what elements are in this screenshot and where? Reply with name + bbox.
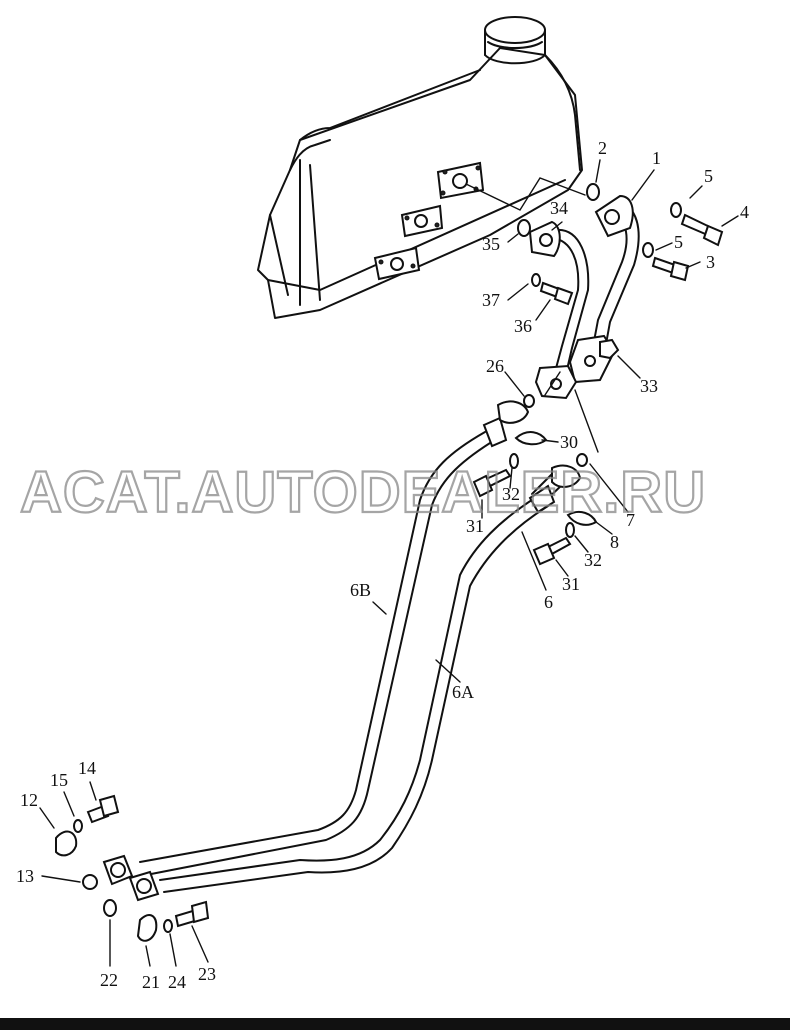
o-ring-26 xyxy=(523,394,535,408)
tank-flange-middle xyxy=(400,204,444,238)
label-14: 14 xyxy=(78,758,96,778)
label-32-lower: 32 xyxy=(584,550,602,570)
filler-cap xyxy=(484,16,546,65)
label-6: 6 xyxy=(544,592,553,612)
label-5-upper: 5 xyxy=(704,166,713,186)
fuel-tank xyxy=(257,16,586,319)
label-12: 12 xyxy=(20,790,38,810)
label-4: 4 xyxy=(740,202,749,222)
tank-flange-upper xyxy=(436,161,485,200)
label-2: 2 xyxy=(598,138,607,158)
label-1: 1 xyxy=(652,148,661,168)
o-ring-22 xyxy=(103,899,117,917)
bolt-4 xyxy=(680,213,724,247)
label-37: 37 xyxy=(482,290,500,310)
washer-5-upper xyxy=(670,202,682,218)
label-34: 34 xyxy=(550,198,568,218)
o-ring-7 xyxy=(576,453,588,467)
label-33: 33 xyxy=(640,376,658,396)
watermark: ACAT.AUTODEALER.RU xyxy=(20,460,706,525)
pipe-34 xyxy=(528,220,590,400)
hose-6 xyxy=(528,464,582,514)
label-31-lower: 31 xyxy=(562,574,580,594)
label-26: 26 xyxy=(486,356,504,376)
label-15: 15 xyxy=(50,770,68,790)
leader-lines xyxy=(39,159,739,967)
hose-6a xyxy=(159,495,549,893)
label-36: 36 xyxy=(514,316,532,336)
part-labels: 2 1 5 4 34 5 35 3 37 36 26 33 30 32 7 31… xyxy=(16,138,749,992)
label-24: 24 xyxy=(168,972,186,992)
pipe-1 xyxy=(568,194,640,384)
label-23: 23 xyxy=(198,964,216,984)
washer-32-upper xyxy=(509,453,519,469)
washer-15 xyxy=(73,819,83,833)
bolt-14 xyxy=(86,794,120,824)
label-30: 30 xyxy=(560,432,578,452)
bolt-31-lower xyxy=(532,536,572,566)
bolt-3 xyxy=(651,256,690,282)
label-6b: 6B xyxy=(350,580,371,600)
bottom-border xyxy=(0,1018,790,1030)
clamp-21 xyxy=(136,914,158,942)
label-8: 8 xyxy=(610,532,619,552)
nut-33 xyxy=(599,338,620,360)
label-22: 22 xyxy=(100,970,118,990)
label-32-upper: 32 xyxy=(502,484,520,504)
label-21: 21 xyxy=(142,972,160,992)
label-3: 3 xyxy=(706,252,715,272)
washer-24 xyxy=(163,919,173,933)
label-5-lower: 5 xyxy=(674,232,683,252)
o-ring-35 xyxy=(517,219,531,237)
washer-37 xyxy=(531,273,541,287)
leader-pipe34-to-hose xyxy=(574,389,599,453)
bolt-36 xyxy=(539,281,574,306)
hose-6b xyxy=(139,400,530,876)
clamp-12 xyxy=(55,830,78,857)
bolt-23 xyxy=(174,900,210,928)
label-7: 7 xyxy=(626,510,635,530)
clamp-30 xyxy=(514,431,548,446)
washer-5-lower xyxy=(642,242,654,258)
bolt-31-upper xyxy=(472,468,512,498)
o-ring-2 xyxy=(586,183,600,201)
label-31-upper: 31 xyxy=(466,516,484,536)
o-ring-13 xyxy=(82,874,98,890)
tank-flange-lower xyxy=(373,246,421,281)
leader-pipe1-to-hose xyxy=(544,371,561,396)
washer-32-lower xyxy=(565,522,575,538)
hose-end-flange-lower xyxy=(128,870,160,902)
label-6a: 6A xyxy=(452,682,474,702)
label-13: 13 xyxy=(16,866,34,886)
hose-end-flange-upper xyxy=(102,854,134,886)
label-35: 35 xyxy=(482,234,500,254)
